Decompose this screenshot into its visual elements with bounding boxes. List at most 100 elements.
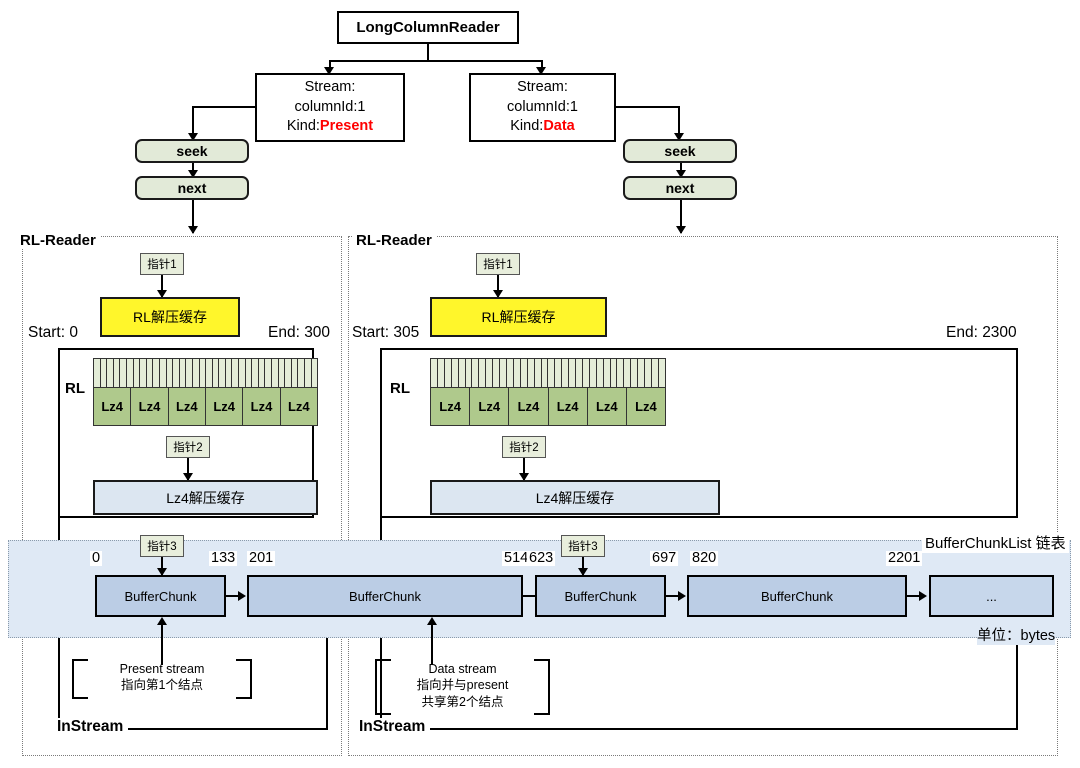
- rl-decompress-buffer-left: RL解压缓存: [100, 297, 240, 337]
- bufferchunk-3-label: BufferChunk: [564, 588, 637, 604]
- link-chunk4-5: [907, 595, 921, 597]
- bufferchunk-ellipsis-label: ...: [986, 588, 997, 604]
- pointer3-badge-left: 指针3: [140, 535, 184, 557]
- label-rl-reader-1: RL-Reader: [16, 232, 100, 249]
- rl-decompress-buffer-label-left: RL解压缓存: [133, 309, 207, 325]
- pointer2-label-right: 指针2: [509, 442, 539, 454]
- button-seek-data[interactable]: seek: [623, 139, 737, 163]
- rl-fine-cell: [493, 359, 501, 387]
- stream-1-line1: Stream:: [304, 79, 356, 96]
- button-next-present[interactable]: next: [135, 176, 249, 200]
- offset-chunk2-start: 201: [247, 550, 276, 566]
- stream-1-kind-value: Present: [319, 118, 374, 135]
- edge-next-reader-2: [680, 200, 682, 233]
- stream-1-kind: Kind:Present: [287, 117, 373, 137]
- offset-chunk3-end: 697: [650, 550, 679, 566]
- rl-fine-cell: [312, 359, 318, 387]
- bracket-left-data: [375, 659, 391, 715]
- lz4-block: Lz4: [548, 388, 588, 425]
- rl-fine-cell: [590, 359, 597, 387]
- rl-fine-cell: [638, 359, 646, 387]
- rl-fine-cell: [611, 359, 618, 387]
- arrow-chunk1-2: [238, 591, 246, 601]
- rl-fine-cell: [298, 359, 305, 387]
- bufferchunk-4-label: BufferChunk: [760, 588, 834, 604]
- rl-fine-cell: [160, 359, 167, 387]
- rl-fine-cell: [528, 359, 535, 387]
- callout-present-line1: Present stream: [119, 662, 205, 676]
- rl-fine-cell: [200, 359, 207, 387]
- rl-fine-cell: [167, 359, 174, 387]
- lz4-block: Lz4: [587, 388, 627, 425]
- start-offset-left: Start: 0: [28, 324, 78, 341]
- bufferchunk-2[interactable]: BufferChunk: [247, 575, 523, 617]
- arrow-pointer3-right: [577, 568, 588, 576]
- rl-fine-cell: [479, 359, 487, 387]
- button-next-data[interactable]: next: [623, 176, 737, 200]
- stream-1-kind-label: Kind:: [286, 118, 320, 135]
- rl-fine-cell: [438, 359, 445, 387]
- bufferchunklist-unit: 单位：bytes: [977, 624, 1056, 645]
- rl-fine-cell: [472, 359, 480, 387]
- rl-fine-cell: [431, 359, 438, 387]
- lz4-block: Lz4: [280, 388, 317, 425]
- lz4-decompress-buffer-label-left: Lz4解压缓存: [166, 489, 245, 506]
- bracket-right-present: [236, 659, 252, 699]
- edge-root-stem: [427, 44, 430, 62]
- arrow-pointer2-right: [518, 473, 529, 481]
- rl-fine-cell: [569, 359, 577, 387]
- rl-fine-cell: [107, 359, 114, 387]
- rl-fine-cell: [305, 359, 312, 387]
- arrow-pointer1-right: [492, 290, 503, 298]
- arrow-chunk3-4: [678, 591, 686, 601]
- bracket-left-present: [72, 659, 88, 699]
- rl-fine-cell: [232, 359, 240, 387]
- edge-stream2-elbow-h: [615, 106, 680, 108]
- stream-2-kind-label: Kind:: [510, 118, 544, 135]
- rl-fine-cells-left: [93, 358, 318, 388]
- rl-fine-cell: [94, 359, 101, 387]
- link-chunk1-2: [226, 595, 240, 597]
- stream-2-kind: Kind:Data: [510, 117, 575, 137]
- button-seek-present[interactable]: seek: [135, 139, 249, 163]
- node-long-column-reader: LongColumnReader: [337, 11, 519, 44]
- pointer3-badge-right: 指针3: [561, 535, 605, 557]
- rl-fine-cell: [180, 359, 187, 387]
- rl-fine-cell: [140, 359, 147, 387]
- bufferchunk-4[interactable]: BufferChunk: [687, 575, 907, 617]
- bracket-right-data: [534, 659, 550, 715]
- lz4-block: Lz4: [626, 388, 666, 425]
- rl-fine-cell: [272, 359, 279, 387]
- edge-callout-right: [431, 623, 433, 665]
- bufferchunk-1[interactable]: BufferChunk: [95, 575, 226, 617]
- rl-decompress-buffer-right: RL解压缓存: [430, 297, 607, 337]
- rl-fine-cell: [226, 359, 233, 387]
- lz4-decompress-buffer-left: Lz4解压缓存: [93, 480, 318, 515]
- stream-2-line1: Stream:: [517, 79, 568, 96]
- rl-fine-cell: [486, 359, 494, 387]
- lz4-block: Lz4: [431, 388, 471, 425]
- stream-2-line2: columnId:1: [507, 98, 578, 115]
- lz4-block: Lz4: [243, 388, 281, 425]
- callout-present-stream: Present stream 指向第1个结点: [72, 659, 252, 699]
- pointer3-label-right: 指针3: [568, 541, 598, 553]
- rl-fine-cell: [514, 359, 521, 387]
- instream-rail-far-right: [1016, 560, 1019, 730]
- edge-pointer1-right: [497, 275, 499, 297]
- rl-fine-cell: [114, 359, 121, 387]
- edge-seek-next-2: [680, 163, 682, 174]
- instream-label-left: InStream: [52, 718, 129, 736]
- bufferchunk-3[interactable]: BufferChunk: [535, 575, 666, 617]
- arrow-stream1-seek: [187, 133, 198, 141]
- arrow-to-stream-1: [324, 67, 334, 75]
- lz4-block: Lz4: [94, 388, 132, 425]
- bufferchunk-ellipsis[interactable]: ...: [929, 575, 1054, 617]
- pointer2-label-left: 指针2: [173, 442, 203, 454]
- offset-chunk1-end: 133: [209, 550, 238, 566]
- rl-fine-cell: [535, 359, 542, 387]
- rl-fine-cell: [452, 359, 459, 387]
- end-offset-left: End: 300: [268, 324, 331, 341]
- edge-stream1-elbow-v: [192, 106, 194, 136]
